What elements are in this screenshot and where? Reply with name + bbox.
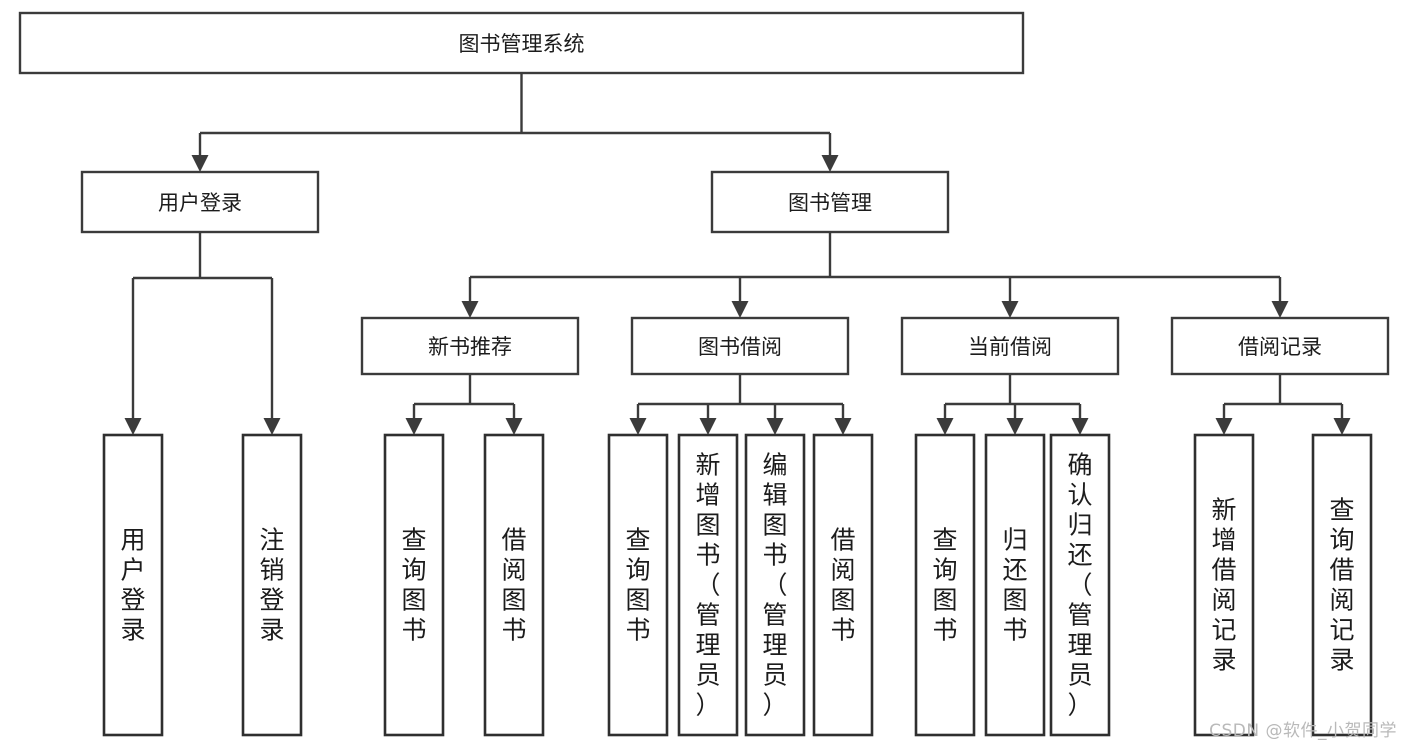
connector-group (191, 73, 839, 172)
node-label: 新书推荐 (428, 335, 512, 359)
node-box (984, 433, 1046, 737)
node-label: 图书管理 (788, 191, 872, 215)
node-label: 查询图书 (401, 525, 426, 644)
node-label: 编辑图书（管理员） (762, 450, 787, 719)
node-book-manage[interactable]: 图书管理 (710, 170, 950, 234)
node-leaf-edit-book[interactable]: 编辑图书（管理员） (744, 433, 806, 737)
node-box (900, 316, 1120, 376)
node-label: 借阅记录 (1238, 335, 1322, 359)
node-label: 借阅图书 (830, 525, 855, 644)
node-box (241, 433, 303, 737)
node-leaf-borrow-book-1[interactable]: 借阅图书 (483, 433, 545, 737)
node-leaf-query-book-2[interactable]: 查询图书 (607, 433, 669, 737)
node-book-borrow[interactable]: 图书借阅 (630, 316, 850, 376)
node-box (914, 433, 976, 737)
node-label: 查询借阅记录 (1329, 495, 1354, 674)
node-leaf-confirm-return[interactable]: 确认归还（管理员） (1049, 433, 1111, 737)
node-box (1170, 316, 1390, 376)
node-box (80, 170, 320, 234)
node-leaf-query-book-3[interactable]: 查询图书 (914, 433, 976, 737)
node-current-borrow[interactable]: 当前借阅 (900, 316, 1120, 376)
node-box (710, 170, 950, 234)
connector-group (405, 374, 523, 435)
node-new-book-rec[interactable]: 新书推荐 (360, 316, 580, 376)
node-label: 注销登录 (259, 525, 284, 644)
node-label: 图书管理系统 (459, 32, 585, 56)
node-root[interactable]: 图书管理系统 (18, 11, 1025, 75)
node-leaf-query-record[interactable]: 查询借阅记录 (1311, 433, 1373, 737)
connector-group (461, 232, 1289, 318)
node-leaf-user-login[interactable]: 用户登录 (102, 433, 164, 737)
node-leaf-add-book[interactable]: 新增图书（管理员） (677, 433, 739, 737)
node-leaf-return-book[interactable]: 归还图书 (984, 433, 1046, 737)
connector-group (1215, 374, 1351, 435)
node-leaf-borrow-book-2[interactable]: 借阅图书 (812, 433, 874, 737)
node-box (1193, 433, 1255, 737)
node-label: 查询图书 (932, 525, 957, 644)
connector-group (936, 374, 1089, 435)
node-user-login[interactable]: 用户登录 (80, 170, 320, 234)
node-label: 归还图书 (1002, 525, 1027, 644)
node-box (18, 11, 1025, 75)
node-label: 当前借阅 (968, 335, 1052, 359)
node-leaf-query-book-1[interactable]: 查询图书 (383, 433, 445, 737)
node-label: 借阅图书 (501, 525, 526, 644)
connector-layer (124, 73, 1351, 435)
node-box (102, 433, 164, 737)
node-box (607, 433, 669, 737)
node-box (677, 433, 739, 737)
node-box (383, 433, 445, 737)
connector-group (124, 232, 281, 435)
node-leaf-add-record[interactable]: 新增借阅记录 (1193, 433, 1255, 737)
node-label: 图书借阅 (698, 335, 782, 359)
node-box (360, 316, 580, 376)
node-label: 查询图书 (625, 525, 650, 644)
node-label: 用户登录 (120, 525, 145, 644)
node-box (1049, 433, 1111, 737)
connector-group (629, 374, 852, 435)
node-leaf-user-logout[interactable]: 注销登录 (241, 433, 303, 737)
node-label: 确认归还（管理员） (1067, 450, 1092, 719)
node-borrow-record[interactable]: 借阅记录 (1170, 316, 1390, 376)
node-box (483, 433, 545, 737)
node-box (1311, 433, 1373, 737)
node-label: 新增图书（管理员） (695, 450, 720, 719)
node-box (744, 433, 806, 737)
node-label: 新增借阅记录 (1211, 495, 1236, 674)
node-box (812, 433, 874, 737)
node-label: 用户登录 (158, 191, 242, 215)
node-layer: 图书管理系统用户登录图书管理新书推荐图书借阅当前借阅借阅记录用户登录注销登录查询… (18, 11, 1390, 737)
node-box (630, 316, 850, 376)
